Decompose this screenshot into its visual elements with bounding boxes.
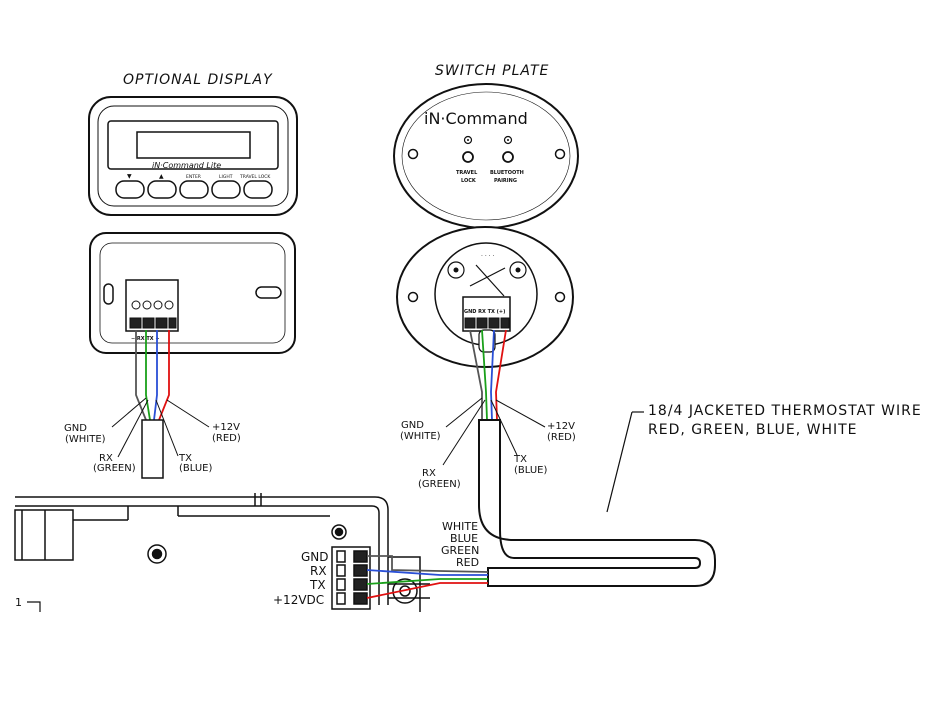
travel-lock-led [463, 135, 473, 145]
controller-wires [366, 555, 489, 599]
light-button-label: LIGHT [219, 174, 233, 180]
display-gnd-color: (WHITE) [65, 434, 106, 445]
display-pwr-color: (RED) [212, 433, 241, 444]
back-screw-hole-right [554, 291, 566, 303]
display-title: OPTIONAL DISPLAY [123, 72, 273, 88]
enter-button-label: ENTER [186, 174, 201, 180]
switch-pwr-label: +12V [547, 421, 575, 432]
wire-color-white: WHITE [442, 520, 478, 533]
enter-button[interactable] [179, 180, 209, 199]
switch-wires [469, 329, 507, 421]
switch-rx-color: (GREEN) [418, 479, 461, 490]
display-cable-jacket [141, 419, 164, 479]
switch-rx-label: RX [422, 468, 436, 479]
down-arrow-icon: ▼ [127, 173, 132, 180]
cable-description-line1: 18/4 JACKETED THERMOSTAT WIRE [648, 403, 922, 419]
switch-plate-front: iN·Command TRAVEL LOCK BLUETOOTH PAIRING [393, 83, 579, 229]
switch-plate-back: · · · · GND RX TX (+) [396, 226, 574, 368]
display-tx-label: TX [178, 453, 192, 464]
switch-tx-label: TX [513, 454, 527, 465]
switch-gnd-label: GND [401, 420, 424, 431]
up-button[interactable] [147, 180, 177, 199]
display-pwr-label: +12V [212, 422, 240, 433]
terminal-tx: TX [309, 578, 326, 592]
front-screw-hole-right [554, 148, 566, 160]
down-button[interactable] [115, 180, 145, 199]
back-screw-hole-left [407, 291, 419, 303]
cable-leader-line [606, 411, 633, 513]
jacketed-cable [478, 419, 716, 587]
bluetooth-label-line2: PAIRING [494, 178, 517, 184]
travel-lock-switch[interactable] [462, 151, 474, 163]
display-brand: iN·Command Lite [152, 161, 221, 170]
wire-color-red: RED [456, 556, 479, 569]
display-buttons: ▼ ▲ ENTER LIGHT TRAVEL LOCK [115, 173, 273, 199]
up-arrow-icon: ▲ [159, 173, 164, 180]
travel-lock-button-label: TRAVEL LOCK [239, 174, 271, 180]
display-tx-color: (BLUE) [179, 463, 212, 474]
switch-pwr-color: (RED) [547, 432, 576, 443]
display-gnd-label: GND [64, 423, 87, 434]
bluetooth-led [503, 135, 513, 145]
wire-color-blue: BLUE [450, 532, 478, 545]
switch-terminal-label: GND RX TX (+) [464, 309, 505, 315]
travel-lock-button[interactable] [243, 180, 273, 199]
cable-description-line2: RED, GREEN, BLUE, WHITE [648, 422, 858, 438]
terminal-12vdc: +12VDC [273, 593, 324, 607]
mount-slot-left [103, 283, 114, 305]
mount-slot-right [255, 286, 282, 299]
switch-plate-brand: iN·Command [424, 109, 528, 128]
display-front: iN·Command Lite ▼ ▲ ENTER LIGHT TRAVEL L… [88, 96, 298, 216]
controller-terminal-block [331, 546, 371, 610]
display-wires [135, 330, 170, 421]
display-back: − RX TX + [89, 232, 296, 354]
bluetooth-pairing-switch[interactable] [502, 151, 514, 163]
front-screw-hole-left [407, 148, 419, 160]
display-leader-lines [111, 397, 210, 458]
bluetooth-label-line1: BLUETOOTH [490, 170, 524, 176]
switch-gnd-color: (WHITE) [400, 431, 441, 442]
switch-leader-lines [442, 397, 546, 466]
terminal-gnd: GND [301, 550, 329, 564]
travel-lock-label-line1: TRAVEL [456, 170, 478, 176]
travel-lock-label-line2: LOCK [461, 178, 477, 184]
display-rx-color: (GREEN) [93, 463, 136, 474]
light-button[interactable] [211, 180, 241, 199]
controller-board [14, 493, 430, 612]
switch-tx-color: (BLUE) [514, 465, 547, 476]
corner-label: 1 [15, 596, 22, 609]
display-rx-label: RX [99, 453, 113, 464]
display-screen [107, 120, 279, 170]
wire-color-green: GREEN [441, 544, 479, 557]
switch-plate-title: SWITCH PLATE [435, 63, 549, 79]
svg-text:· · · ·: · · · · [481, 253, 494, 260]
terminal-rx: RX [310, 564, 327, 578]
